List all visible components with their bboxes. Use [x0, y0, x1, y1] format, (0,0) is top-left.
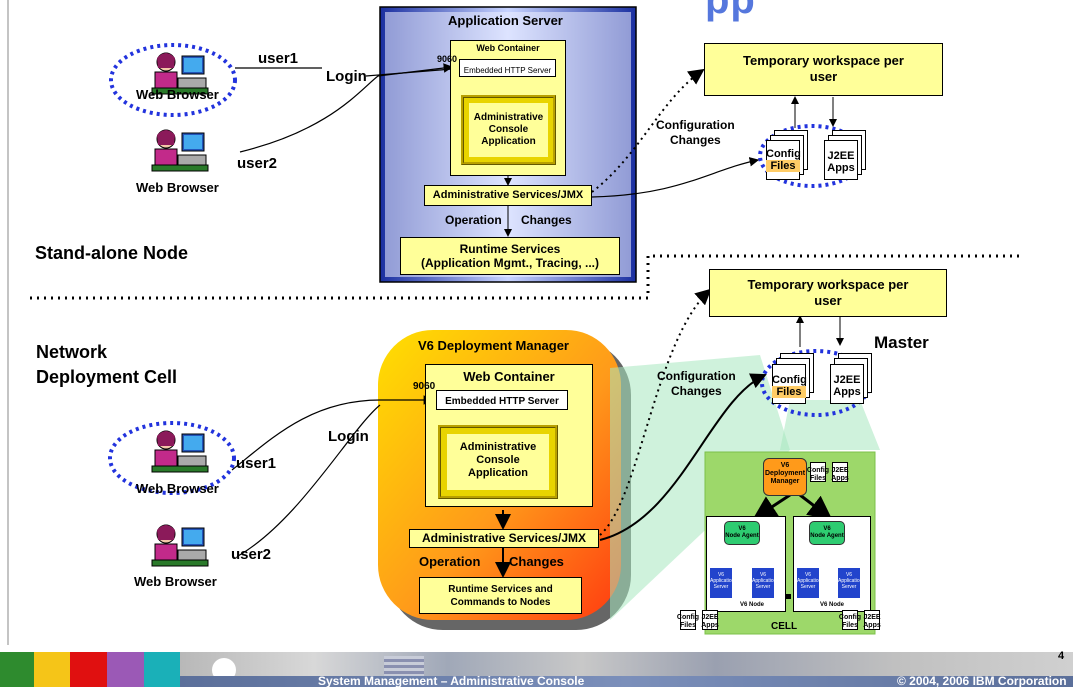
web-browser-label: Web Browser — [136, 180, 219, 195]
web-browser-label: Web Browser — [136, 87, 219, 102]
admin-services-jmx: Administrative Services/JMX — [424, 185, 592, 206]
deployment-manager-title: V6 Deployment Manager — [418, 338, 569, 353]
web-container-label: Web Container — [476, 43, 540, 53]
runtime-line: Runtime Services — [459, 242, 561, 256]
v6-node-label: V6 Node — [740, 602, 765, 608]
config-files-icon — [810, 462, 826, 482]
j2ee-apps-icon — [702, 610, 718, 630]
temporary-workspace: Temporary workspace per user — [709, 269, 947, 317]
footer-color-swatch — [70, 652, 107, 687]
footer-color-swatch — [107, 652, 144, 687]
console-app-line: Application — [468, 467, 528, 479]
web-browser-label: Web Browser — [134, 574, 217, 589]
temporary-workspace: Temporary workspace per user — [704, 43, 943, 96]
runtime-line: Commands to Nodes — [450, 597, 551, 608]
console-app-line: Administrative — [459, 441, 537, 453]
workspace-line: Temporary workspace per — [747, 277, 909, 292]
config-files-icon — [680, 610, 696, 630]
console-app-line: Console — [476, 454, 520, 466]
workspace-line: user — [814, 293, 842, 308]
footer-color-swatch — [0, 652, 34, 687]
port-label: 9060 — [413, 381, 436, 392]
admin-services-jmx: Administrative Services/JMX — [409, 529, 599, 548]
runtime-services: Runtime Services (Application Mgmt., Tra… — [400, 237, 620, 275]
workspace-line: user — [809, 69, 838, 84]
config-files-label: Config Files — [772, 374, 807, 398]
admin-services-label: Administrative Services/JMX — [432, 189, 584, 201]
j2ee-apps-icon — [830, 364, 864, 404]
operation-label: Operation — [445, 213, 502, 227]
network-deployment-cell-label: Network Deployment Cell — [36, 342, 178, 387]
master-label: Master — [874, 333, 929, 352]
page-number: 4 — [1058, 650, 1065, 662]
admin-services-label: Administrative Services/JMX — [421, 531, 587, 545]
footer-title: System Management – Administrative Conso… — [318, 674, 585, 688]
web-browser-label: Web Browser — [136, 481, 219, 496]
j2ee-apps-icon — [824, 140, 858, 180]
app-server-title: Application Server — [448, 13, 563, 28]
stand-alone-node-label: Stand-alone Node — [35, 243, 189, 263]
footer-color-swatch — [144, 652, 180, 687]
user1-label: user1 — [258, 50, 299, 67]
embedded-http-server-label: Embedded HTTP Server — [445, 396, 559, 407]
footer-color-swatch — [34, 652, 70, 687]
person-at-computer-icon — [151, 129, 209, 172]
embedded-http-server-label: Embedded HTTP Server — [463, 66, 552, 75]
cell-label: CELL — [771, 621, 798, 632]
j2ee-apps-label: J2EE Apps — [833, 374, 861, 398]
operation-label: Operation — [419, 554, 481, 569]
footer-bar: System Management – Administrative Conso… — [0, 650, 1073, 688]
embedded-http-server: Embedded HTTP Server — [436, 390, 568, 410]
configuration-changes-label: Configuration Changes — [656, 118, 735, 147]
admin-console-app: Administrative Console Application — [461, 95, 556, 165]
embedded-http-server: Embedded HTTP Server — [459, 59, 556, 77]
web-container-label: Web Container — [463, 369, 555, 384]
v6-node-label: V6 Node — [820, 602, 845, 608]
config-files-label: Config Files — [766, 148, 801, 172]
workspace-line: Temporary workspace per — [743, 53, 904, 68]
login-label: Login — [328, 428, 369, 445]
footer-band — [180, 676, 1073, 687]
j2ee-apps-label: J2EE Apps — [827, 150, 855, 174]
changes-label: Changes — [509, 554, 564, 569]
j2ee-apps-icon — [864, 610, 880, 630]
console-app-line: Application — [481, 136, 536, 147]
title-fragment: pp — [705, 0, 756, 22]
person-at-computer-icon — [151, 430, 209, 473]
user2-label: user2 — [237, 155, 278, 172]
admin-console-app: Administrative Console Application — [438, 425, 558, 499]
configuration-changes-label: Configuration Changes — [657, 369, 736, 398]
cell-deployment-manager: V6 Deployment Manager — [763, 458, 807, 496]
person-at-computer-icon — [151, 524, 209, 567]
console-app-line: Console — [488, 124, 529, 135]
footer-copyright: © 2004, 2006 IBM Corporation — [897, 674, 1067, 688]
login-label: Login — [326, 68, 367, 85]
runtime-line: (Application Mgmt., Tracing, ...) — [420, 256, 599, 270]
runtime-line: Runtime Services and — [448, 584, 553, 595]
console-app-line: Administrative — [473, 112, 544, 123]
user2-label: user2 — [231, 546, 272, 563]
j2ee-apps-icon — [832, 462, 848, 482]
runtime-services: Runtime Services and Commands to Nodes — [419, 577, 582, 614]
config-files-icon — [842, 610, 858, 630]
port-label: 9060 — [437, 54, 458, 64]
person-at-computer-icon — [151, 52, 209, 95]
changes-label: Changes — [521, 213, 572, 227]
user1-label: user1 — [236, 455, 277, 472]
